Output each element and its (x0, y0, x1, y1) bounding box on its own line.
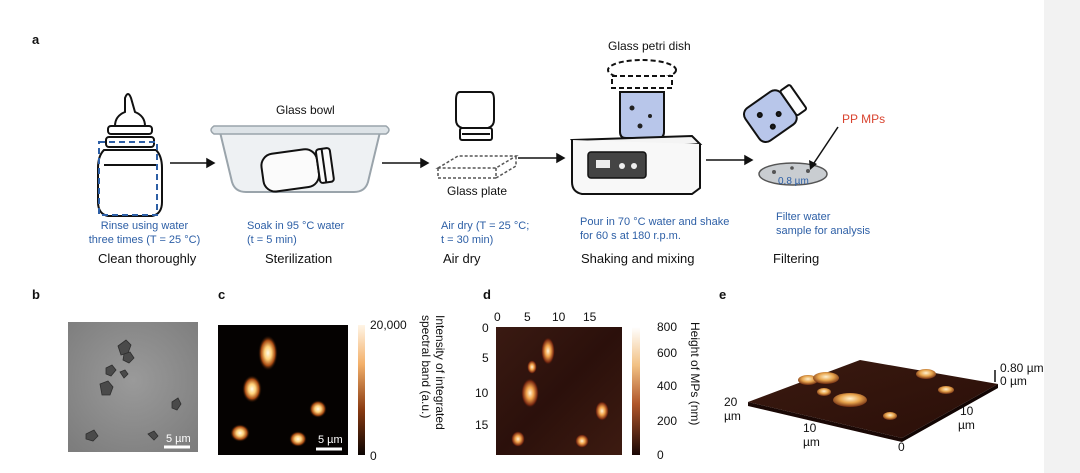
panel-c-colorbar-min: 0 (370, 449, 377, 463)
panel-label-d: d (483, 287, 491, 302)
panel-label-a: a (32, 32, 40, 47)
workflow-illustration (97, 59, 839, 217)
step1-note-line2: three times (T = 25 °C) (88, 234, 201, 246)
panel-e-right-unit: µm (958, 418, 975, 432)
step3-note-line1: Air dry (T = 25 °C; (441, 220, 530, 232)
label-glass-petri-dish: Glass petri dish (608, 39, 691, 53)
panel-label-c: c (218, 287, 226, 302)
step4-note-line1: Pour in 70 °C water and shake (580, 216, 730, 228)
step2-title: Sterilization (265, 251, 333, 266)
panel-d-ytick-15: 15 (475, 418, 489, 432)
step3-note: Air dry (T = 25 °C; t = 30 min) (441, 219, 529, 247)
glass-bowl-icon (210, 125, 390, 193)
panel-label-b: b (32, 287, 40, 302)
pp-pointer-line (811, 126, 839, 167)
step5-note: Filter water sample for analysis (776, 210, 870, 238)
step4-note-line2: for 60 s at 180 r.p.m. (580, 230, 681, 242)
glass-plate-icon (435, 155, 519, 179)
panel-d-colorbar (632, 327, 640, 455)
jar-on-plate-icon (455, 91, 495, 141)
raman-map (218, 325, 348, 455)
label-glass-plate: Glass plate (447, 184, 508, 198)
panel-c-colorbar-label-line2: spectral band (a.u.) (419, 315, 433, 419)
panel-d-ytick-10: 10 (475, 386, 489, 400)
panel-c-colorbar-max: 20,000 (370, 318, 407, 332)
step3-note-line2: t = 30 min) (441, 234, 494, 246)
panel-e-y-unit: µm (724, 409, 741, 423)
panel-e-y-20: 20 (724, 395, 738, 409)
step2-note-line2: (t = 5 min) (247, 234, 297, 246)
panel-label-e: e (719, 287, 727, 302)
panel-d-xtick-10: 10 (552, 310, 566, 324)
optical-micrograph (68, 322, 198, 452)
step4-note: Pour in 70 °C water and shake for 60 s a… (580, 215, 729, 243)
step5-note-line1: Filter water (776, 211, 831, 223)
label-filter-pore: 0.8 µm (778, 176, 809, 187)
step3-title: Air dry (443, 251, 481, 266)
afm-3d-surface (748, 360, 998, 442)
panel-d-cbtick-400: 400 (657, 379, 678, 393)
panel-d-ytick-0: 0 (482, 321, 489, 335)
panel-d-xtick-15: 15 (583, 310, 597, 324)
panel-c-scalebar-label: 5 µm (318, 434, 343, 446)
rinse-highlight-box (98, 141, 158, 216)
step5-title: Filtering (773, 251, 820, 266)
panel-d-cbtick-600: 600 (657, 346, 678, 360)
step1-title: Clean thoroughly (98, 251, 197, 266)
page-edge-strip (1044, 0, 1080, 473)
panel-d-cbtick-800: 800 (657, 320, 678, 334)
label-pp-mps: PP MPs (842, 112, 886, 126)
filter-icon (743, 84, 839, 186)
panel-d-xtick-0: 0 (494, 310, 501, 324)
step1-note: Rinse using water three times (T = 25 °C… (87, 219, 202, 247)
step4-title: Shaking and mixing (581, 251, 695, 266)
panel-e-z-bottom: 0 µm (1000, 374, 1027, 388)
panel-d-colorbar-label: Height of MPs (nm) (688, 322, 702, 426)
baby-bottle-icon (97, 93, 163, 217)
panel-e-x-0: 0 (898, 440, 905, 454)
step2-note-line1: Soak in 95 °C water (247, 220, 345, 232)
step2-note: Soak in 95 °C water (t = 5 min) (247, 219, 344, 247)
label-glass-bowl: Glass bowl (276, 103, 335, 117)
afm-height-map (496, 327, 622, 455)
panel-b-scalebar-label: 5 µm (166, 433, 191, 445)
step5-note-line2: sample for analysis (776, 225, 871, 237)
step1-note-line1: Rinse using water (100, 220, 189, 232)
panel-c-colorbar-label: Intensity of integrated spectral band (a… (419, 315, 449, 455)
shaker-icon (569, 59, 703, 195)
panel-d-xtick-5: 5 (524, 310, 531, 324)
panel-c-colorbar (358, 325, 365, 455)
panel-d-ytick-5: 5 (482, 351, 489, 365)
panel-e-z-top: 0.80 µm (1000, 361, 1044, 375)
panel-e-x-unit: µm (803, 435, 820, 449)
panel-c-colorbar-label-line1: Intensity of integrated (433, 315, 447, 430)
panel-e-right-10: 10 (960, 404, 974, 418)
panel-d-cbtick-0: 0 (657, 448, 664, 462)
panel-e-x-10: 10 (803, 421, 817, 435)
panel-d-cbtick-200: 200 (657, 414, 678, 428)
process-arrows (170, 152, 754, 169)
